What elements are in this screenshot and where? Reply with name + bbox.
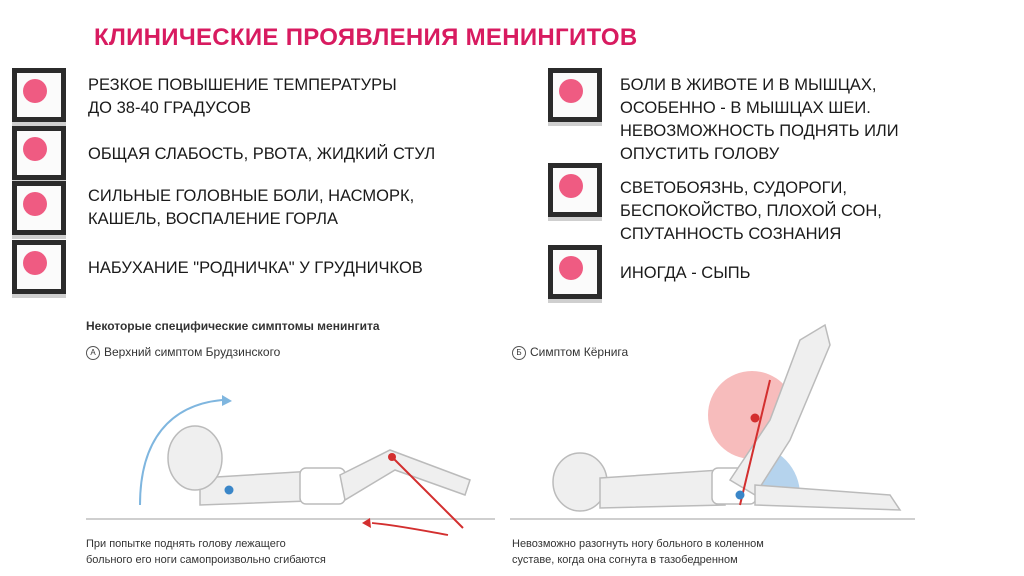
label-b-text: Симптом Кёрнига [530, 345, 629, 359]
bullet-icon [12, 240, 66, 294]
bullet-icon [12, 68, 66, 122]
symptom-photophobia: СВЕТОБОЯЗНЬ, СУДОРОГИ, БЕСПОКОЙСТВО, ПЛО… [620, 179, 882, 243]
symptom-weakness: ОБЩАЯ СЛАБОСТЬ, РВОТА, ЖИДКИЙ СТУЛ [88, 145, 436, 163]
symptom-fever: РЕЗКОЕ ПОВЫШЕНИЕ ТЕМПЕРАТУРЫ ДО 38-40 ГР… [88, 76, 397, 117]
neck-dot-a [224, 485, 234, 495]
symptom-muscle-pain: БОЛИ В ЖИВОТЕ И В МЫШЦАХ, ОСОБЕННО - В М… [620, 76, 899, 163]
slide-title: КЛИНИЧЕСКИЕ ПРОЯВЛЕНИЯ МЕНИНГИТОВ [94, 24, 638, 51]
symptom-headache: СИЛЬНЫЕ ГОЛОВНЫЕ БОЛИ, НАСМОРК, КАШЕЛЬ, … [88, 187, 415, 228]
bullet-icon [12, 126, 66, 180]
caption-a: При попытке поднять голову лежащего боль… [86, 538, 326, 566]
symptom-rash: ИНОГДА - СЫПЬ [620, 264, 751, 282]
straight-leg [754, 484, 902, 511]
knee-line-a [391, 456, 464, 529]
head-arrow-tip [222, 395, 232, 406]
head-shape-a [167, 425, 223, 491]
legs-a [339, 449, 471, 502]
bullet-icon [548, 163, 602, 217]
label-a-badge: А [86, 345, 100, 360]
bullet-icon [548, 245, 602, 299]
brudzinski-figure [139, 395, 471, 536]
knee-dot-a [388, 453, 396, 461]
figure-label-a: А Верхний симптом Брудзинского [86, 345, 280, 360]
label-a-text: Верхний симптом Брудзинского [104, 345, 281, 359]
bullet-icon [12, 181, 66, 235]
figure-label-b: Б Симптом Кёрнига [512, 345, 628, 360]
head-shape-b [552, 452, 608, 512]
figure-title: Некоторые специфические симптомы менинги… [86, 319, 380, 333]
label-b-badge: Б [512, 345, 526, 360]
hip-dot-b [750, 413, 760, 423]
bullet-icon [548, 68, 602, 122]
knee-arrow-tip [362, 518, 371, 528]
knee-arrow [371, 522, 449, 536]
hip-line-b [739, 379, 771, 506]
diaper-a [299, 467, 346, 505]
symptom-fontanelle: НАБУХАНИЕ "РОДНИЧКА" У ГРУДНИЧКОВ [88, 259, 423, 277]
kernig-figure [552, 323, 902, 512]
head-arrow [139, 399, 223, 506]
caption-b: Невозможно разогнуть ногу больного в кол… [512, 538, 764, 566]
knee-dot-b [735, 490, 745, 500]
